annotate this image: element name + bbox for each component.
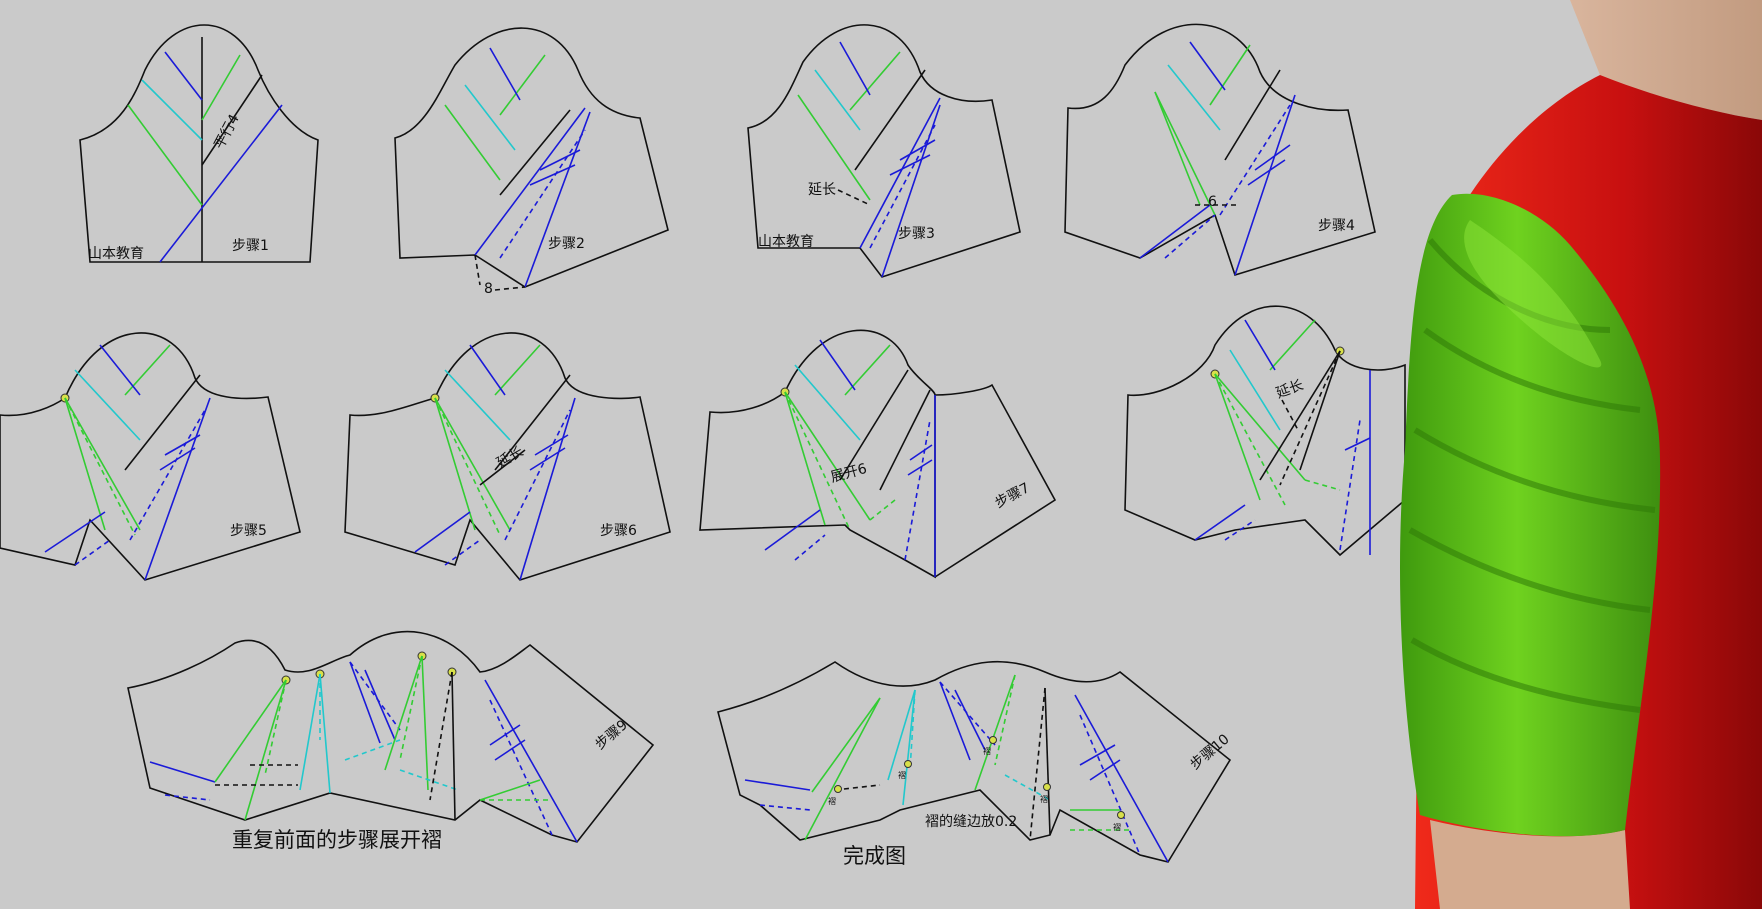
- step-5-pattern: 步骤5: [0, 332, 301, 581]
- extend-label-3: 延长: [808, 182, 836, 198]
- step-4-label: 步骤4: [1318, 218, 1355, 234]
- step-7-label: 步骤7: [992, 480, 1032, 511]
- caption-repeat: 重复前面的步骤展开褶: [232, 828, 442, 852]
- parallel-label: 平行4: [211, 112, 242, 152]
- pleat-mark-4: 褶: [1040, 794, 1048, 804]
- extend-label-6: 延长: [494, 444, 526, 472]
- step-3-pattern: 延长 山本教育 步骤3: [747, 24, 1021, 278]
- sleeve-highlight: [1464, 220, 1602, 368]
- step-1-pattern: 山本教育 步骤1 平行4: [79, 24, 319, 263]
- step-7-pattern: 展开6 步骤7: [699, 329, 1057, 579]
- num-8-label: 8: [484, 281, 493, 297]
- caption-done: 完成图: [843, 844, 906, 868]
- seam-allowance-label: 褶的缝边放0.2: [925, 814, 1017, 830]
- step-8-pattern: 延长: [1124, 305, 1406, 557]
- brand-label-3: 山本教育: [758, 234, 814, 250]
- pleat-mark-1: 褶: [828, 796, 836, 806]
- pleat-mark-5: 褶: [1113, 822, 1121, 832]
- pleat-mark-3: 褶: [983, 746, 991, 756]
- step-10-pattern: 褶 褶 褶 褶 褶 褶的缝边放0.2 步骤10 完成图: [717, 660, 1233, 868]
- sleeve-pleat-4: [1408, 527, 1651, 613]
- step-1-label: 步骤1: [232, 238, 269, 254]
- step-2-pattern: 8 步骤2: [394, 27, 669, 297]
- pleat-mark-2: 褶: [898, 770, 906, 780]
- step-9-label: 步骤9: [592, 717, 631, 753]
- step-6-pattern: 延长 步骤6: [344, 332, 671, 581]
- brand-label-1: 山本教育: [88, 246, 144, 262]
- arm-skin: [1430, 820, 1630, 909]
- step-4-pattern: 6 步骤4: [1064, 23, 1376, 276]
- sleeve-pleat-2: [1423, 327, 1641, 413]
- extend-label-8: 延长: [1274, 377, 1306, 402]
- step-5-label: 步骤5: [230, 523, 267, 539]
- sleeve-pleat-5: [1410, 637, 1641, 713]
- sleeve-pleat-3: [1413, 427, 1656, 513]
- open-6-label: 展开6: [829, 461, 869, 486]
- step-6-label: 步骤6: [600, 523, 637, 539]
- step-2-label: 步骤2: [548, 236, 585, 252]
- num-6-label: 6: [1208, 194, 1217, 210]
- step-9-pattern: 步骤9 重复前面的步骤展开褶: [127, 630, 655, 852]
- finished-garment-render: [1400, 0, 1762, 909]
- neck-shoulder-skin: [1570, 0, 1762, 120]
- step-3-label: 步骤3: [898, 226, 935, 242]
